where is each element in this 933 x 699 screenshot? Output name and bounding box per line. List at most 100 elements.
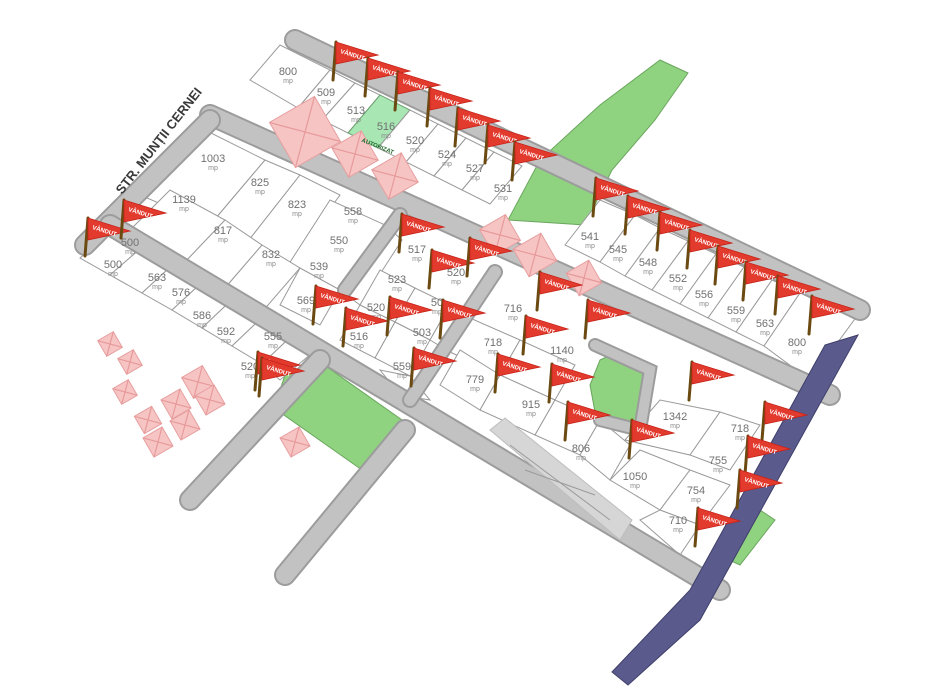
lot-area-label: 569	[297, 295, 315, 307]
sold-flag-icon: VÂNDUT	[363, 56, 412, 98]
lot-area-unit: mp	[397, 373, 407, 380]
sold-flags: VÂNDUTVÂNDUTVÂNDUTVÂNDUTVÂNDUTVÂNDUTVÂND…	[83, 40, 856, 548]
lot-area-unit: mp	[643, 269, 653, 276]
lot-area-label: 800	[279, 66, 297, 78]
lot-area-unit: mp	[417, 339, 427, 346]
lot-area-label: 520	[241, 361, 259, 373]
sold-flag-icon: VÂNDUT	[521, 314, 570, 356]
reserved-lot-marker	[160, 388, 192, 420]
reserved-lot-marker	[133, 405, 163, 435]
lot-area-label: 915	[522, 399, 540, 411]
highway	[611, 334, 860, 686]
lot-area-unit: mp	[412, 256, 422, 263]
sold-flag-icon: VÂNDUT	[465, 236, 514, 278]
reserved-lot-marker	[268, 95, 342, 169]
lot-area-unit: mp	[268, 343, 278, 350]
lot-area-label: 1003	[201, 153, 225, 165]
lot-area-unit: mp	[197, 322, 207, 329]
lot-area-unit: mp	[508, 315, 518, 322]
lot-area-label: 832	[262, 249, 280, 261]
lot-area-label: 559	[393, 361, 411, 373]
reserved-lot-marker	[117, 349, 143, 375]
lot-area-label: 779	[466, 374, 484, 386]
lot-area-label: 509	[317, 87, 335, 99]
lot-area-label: 517	[408, 244, 426, 256]
lot-area-label: 500	[104, 259, 122, 271]
lot-area-unit: mp	[792, 349, 802, 356]
lot-area-unit: mp	[208, 165, 218, 172]
lot-area-unit: mp	[266, 261, 276, 268]
lot-area-unit: mp	[691, 497, 701, 504]
lot-area-label: 541	[581, 231, 599, 243]
lot-area-unit: mp	[613, 256, 623, 263]
sold-flag-icon: VÂNDUT	[453, 106, 502, 148]
lot-area-unit: mp	[442, 161, 452, 168]
lot-area-label: 576	[172, 287, 190, 299]
sold-flag-icon: VÂNDUT	[627, 418, 676, 460]
sold-flag-icon: VÂNDUT	[331, 40, 380, 82]
lot-area-label: 823	[288, 199, 306, 211]
sold-flag-icon: VÂNDUT	[427, 248, 476, 290]
gray-strip	[489, 417, 633, 541]
lot-area-unit: mp	[314, 273, 324, 280]
lot-area-unit: mp	[731, 317, 741, 324]
lot-area-unit: mp	[176, 299, 186, 306]
lot-area-unit: mp	[179, 206, 189, 213]
sold-flag-icon: VÂNDUT	[583, 298, 632, 340]
lot-area-label: 563	[756, 318, 774, 330]
lot-area-label: 520	[447, 267, 465, 279]
reserved-lot-marker	[142, 426, 174, 458]
lot-area-label: 592	[217, 326, 235, 338]
lot-area-label: 556	[695, 289, 713, 301]
lot-area-label: 555	[264, 331, 282, 343]
sold-flag-icon: VÂNDUT	[773, 274, 822, 316]
lot-area-unit: mp	[526, 411, 536, 418]
sold-flag-icon: VÂNDUT	[693, 506, 742, 548]
lot-area-label: 545	[609, 244, 627, 256]
reserved-lot-marker	[371, 152, 419, 200]
sold-flag-icon: VÂNDUT	[535, 270, 584, 312]
lot-area-label: 516	[377, 121, 395, 133]
lot-area-unit: mp	[488, 349, 498, 356]
lot-area-label: 586	[193, 310, 211, 322]
lot-area-label: 825	[251, 177, 269, 189]
lot-area-unit: mp	[255, 189, 265, 196]
reserved-lot-marker	[331, 130, 379, 178]
lot-area-unit: mp	[354, 343, 364, 350]
lot-area-unit: mp	[735, 435, 745, 442]
lot-area-label: 500	[121, 237, 139, 249]
lot-area-label: 523	[388, 274, 406, 286]
sold-flag-icon: VÂNDUT	[341, 306, 390, 348]
lot-area-label: 513	[347, 105, 365, 117]
sold-flag-icon: VÂNDUT	[741, 260, 790, 302]
lot-area-unit: mp	[125, 249, 135, 256]
lot-area-label: 552	[669, 273, 687, 285]
sold-flag-icon: VÂNDUT	[83, 216, 132, 258]
lot-area-unit: mp	[321, 99, 331, 106]
lot-area-label: 800	[788, 337, 806, 349]
lot-area-label: 718	[731, 423, 749, 435]
sold-flag-icon: VÂNDUT	[547, 362, 596, 404]
lot-area-label: 558	[344, 206, 362, 218]
lot-area-unit: mp	[699, 301, 709, 308]
reserved-lot-marker	[97, 331, 123, 357]
sold-flag-icon: VÂNDUT	[409, 346, 458, 388]
sold-flag-icon: VÂNDUT	[685, 228, 734, 270]
reserved-lots	[97, 95, 603, 458]
lot-area-label: 516	[350, 331, 368, 343]
lot-area-label: 806	[572, 443, 590, 455]
sold-flag-icon: VÂNDUT	[438, 298, 487, 340]
lot-area-label: 1139	[172, 194, 196, 206]
sold-flag-icon: VÂNDUT	[385, 295, 434, 337]
sold-flag-icon: VÂNDUT	[735, 468, 784, 510]
lot-area-unit: mp	[381, 133, 391, 140]
lot-area-label: 817	[214, 225, 232, 237]
lot-area-unit: mp	[470, 386, 480, 393]
lot-area-label: 520	[406, 135, 424, 147]
lot-area-label: 539	[310, 261, 328, 273]
lot-area-unit: mp	[498, 195, 508, 202]
lot-area-unit: mp	[108, 271, 118, 278]
lot-area-unit: mp	[673, 285, 683, 292]
